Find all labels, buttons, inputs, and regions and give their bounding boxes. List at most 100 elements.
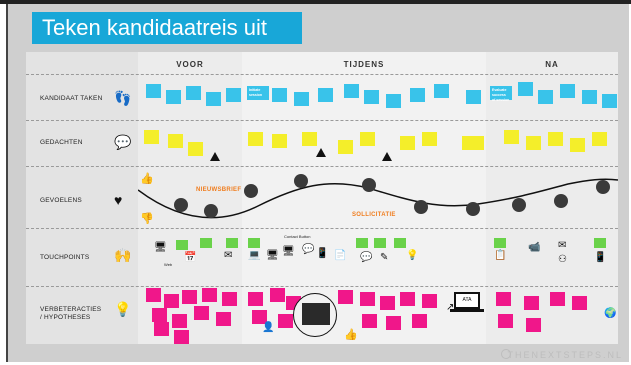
improvement-note <box>496 292 511 306</box>
touchpoint-note <box>494 238 506 248</box>
task-note <box>410 88 425 102</box>
thought-note <box>168 134 183 148</box>
touchpoint-note <box>394 238 406 248</box>
stairs-icon: ↗ <box>446 302 455 313</box>
warning-icon <box>382 152 392 161</box>
top-border <box>0 0 631 4</box>
slide-title: Teken kandidaatreis uit <box>32 12 302 44</box>
touchpoint-note <box>374 238 386 248</box>
heart-icon: ♥ <box>114 192 123 208</box>
thought-note <box>188 142 203 156</box>
row-divider <box>26 286 618 287</box>
task-note <box>344 84 359 98</box>
footprints-icon: 👣 <box>114 90 132 106</box>
network-icon: ⚇ <box>558 254 567 265</box>
task-note <box>272 88 287 102</box>
improvement-note <box>524 296 539 310</box>
column-header-tijdens: TIJDENS <box>343 60 385 69</box>
annotation-nieuwsbrief: NIEUWSBRIEF <box>196 187 242 193</box>
emotion-point <box>204 204 218 218</box>
task-note <box>364 90 379 104</box>
laptop-base <box>450 309 484 312</box>
thought-note <box>400 136 415 150</box>
thought-note <box>272 134 287 148</box>
improvement-note <box>222 292 237 306</box>
thought-note <box>144 130 159 144</box>
touchpoint-note <box>176 240 188 250</box>
task-note <box>166 90 181 104</box>
thumbs-up-icon: 👍 <box>140 173 154 185</box>
improvement-note <box>248 292 263 306</box>
row-label-gedachten: GEDACHTEN <box>40 139 83 146</box>
column-header-voor: VOOR <box>176 60 204 69</box>
emotion-curve <box>138 178 618 219</box>
task-note <box>318 88 333 102</box>
emotion-point <box>596 180 610 194</box>
improvement-note <box>422 294 437 308</box>
improvement-note <box>278 314 293 328</box>
improvement-note <box>172 314 187 328</box>
improvement-note <box>498 314 513 328</box>
thought-note <box>570 138 585 152</box>
clipboard-icon: 📋 <box>494 250 507 261</box>
thought-note <box>462 136 484 150</box>
improvement-note <box>154 322 169 336</box>
row-label-verbeteracties: VERBETERACTIES / HYPOTHESES <box>40 306 102 321</box>
emotion-point <box>512 198 526 212</box>
person-icon: 👤 <box>262 322 275 333</box>
task-note <box>518 82 533 96</box>
row-divider <box>26 120 618 121</box>
touchpoint-label-web: Web <box>164 262 173 267</box>
improvement-note <box>362 314 377 328</box>
thought-note <box>548 132 563 146</box>
task-note <box>582 90 597 104</box>
task-note <box>294 92 309 106</box>
task-note <box>206 92 221 106</box>
thought-note <box>504 130 519 144</box>
device-icon: 💻 <box>248 250 261 261</box>
photo-thumbnail <box>302 303 330 325</box>
task-note <box>186 86 201 100</box>
thought-note <box>360 132 375 146</box>
lightbulb-icon: 💡 <box>114 301 132 317</box>
task-note <box>434 84 449 98</box>
slide: Teken kandidaatreis uit VOOR TIJDENS NA … <box>6 4 629 362</box>
task-note <box>466 90 481 104</box>
mail-icon: ✉ <box>224 250 233 261</box>
next-arrow-icon <box>501 349 511 359</box>
calendar-icon: 📅 <box>184 252 197 263</box>
improvement-note <box>572 296 587 310</box>
hands-icon: 🙌 <box>114 247 132 263</box>
improvement-note <box>526 318 541 332</box>
touchpoint-note <box>248 238 260 248</box>
emotion-point <box>554 194 568 208</box>
task-note <box>538 90 553 104</box>
emotion-point <box>244 184 258 198</box>
row-divider <box>26 166 618 167</box>
laptop-screen-icon: ATA <box>454 292 480 309</box>
improvement-note <box>202 288 217 302</box>
highlight-photo-circle <box>293 293 337 337</box>
improvement-note <box>386 316 401 330</box>
row-label-touchpoints: TOUCHPOINTS <box>40 254 90 261</box>
emotion-point <box>414 200 428 214</box>
improvement-note <box>152 308 167 322</box>
thought-note <box>526 136 541 150</box>
improvement-note <box>550 292 565 306</box>
touchpoint-note <box>200 238 212 248</box>
improvement-note <box>174 330 189 344</box>
improvement-note <box>252 310 267 324</box>
improvement-note <box>380 296 395 310</box>
monitor-icon: 🖥 <box>266 250 279 261</box>
task-note-initiate-session: Initiate session <box>247 86 269 100</box>
video-icon: 📹 <box>528 242 541 253</box>
emotion-point <box>174 198 188 212</box>
column-header-na: NA <box>545 60 559 69</box>
phone-icon: 📱 <box>316 248 329 259</box>
pen-icon: ✎ <box>380 252 389 263</box>
row-label-gevoelens: GEVOELENS <box>40 197 82 204</box>
emotion-point <box>294 174 308 188</box>
touchpoint-note <box>226 238 238 248</box>
chat-icon: 💬 <box>360 252 373 263</box>
task-note <box>560 84 575 98</box>
